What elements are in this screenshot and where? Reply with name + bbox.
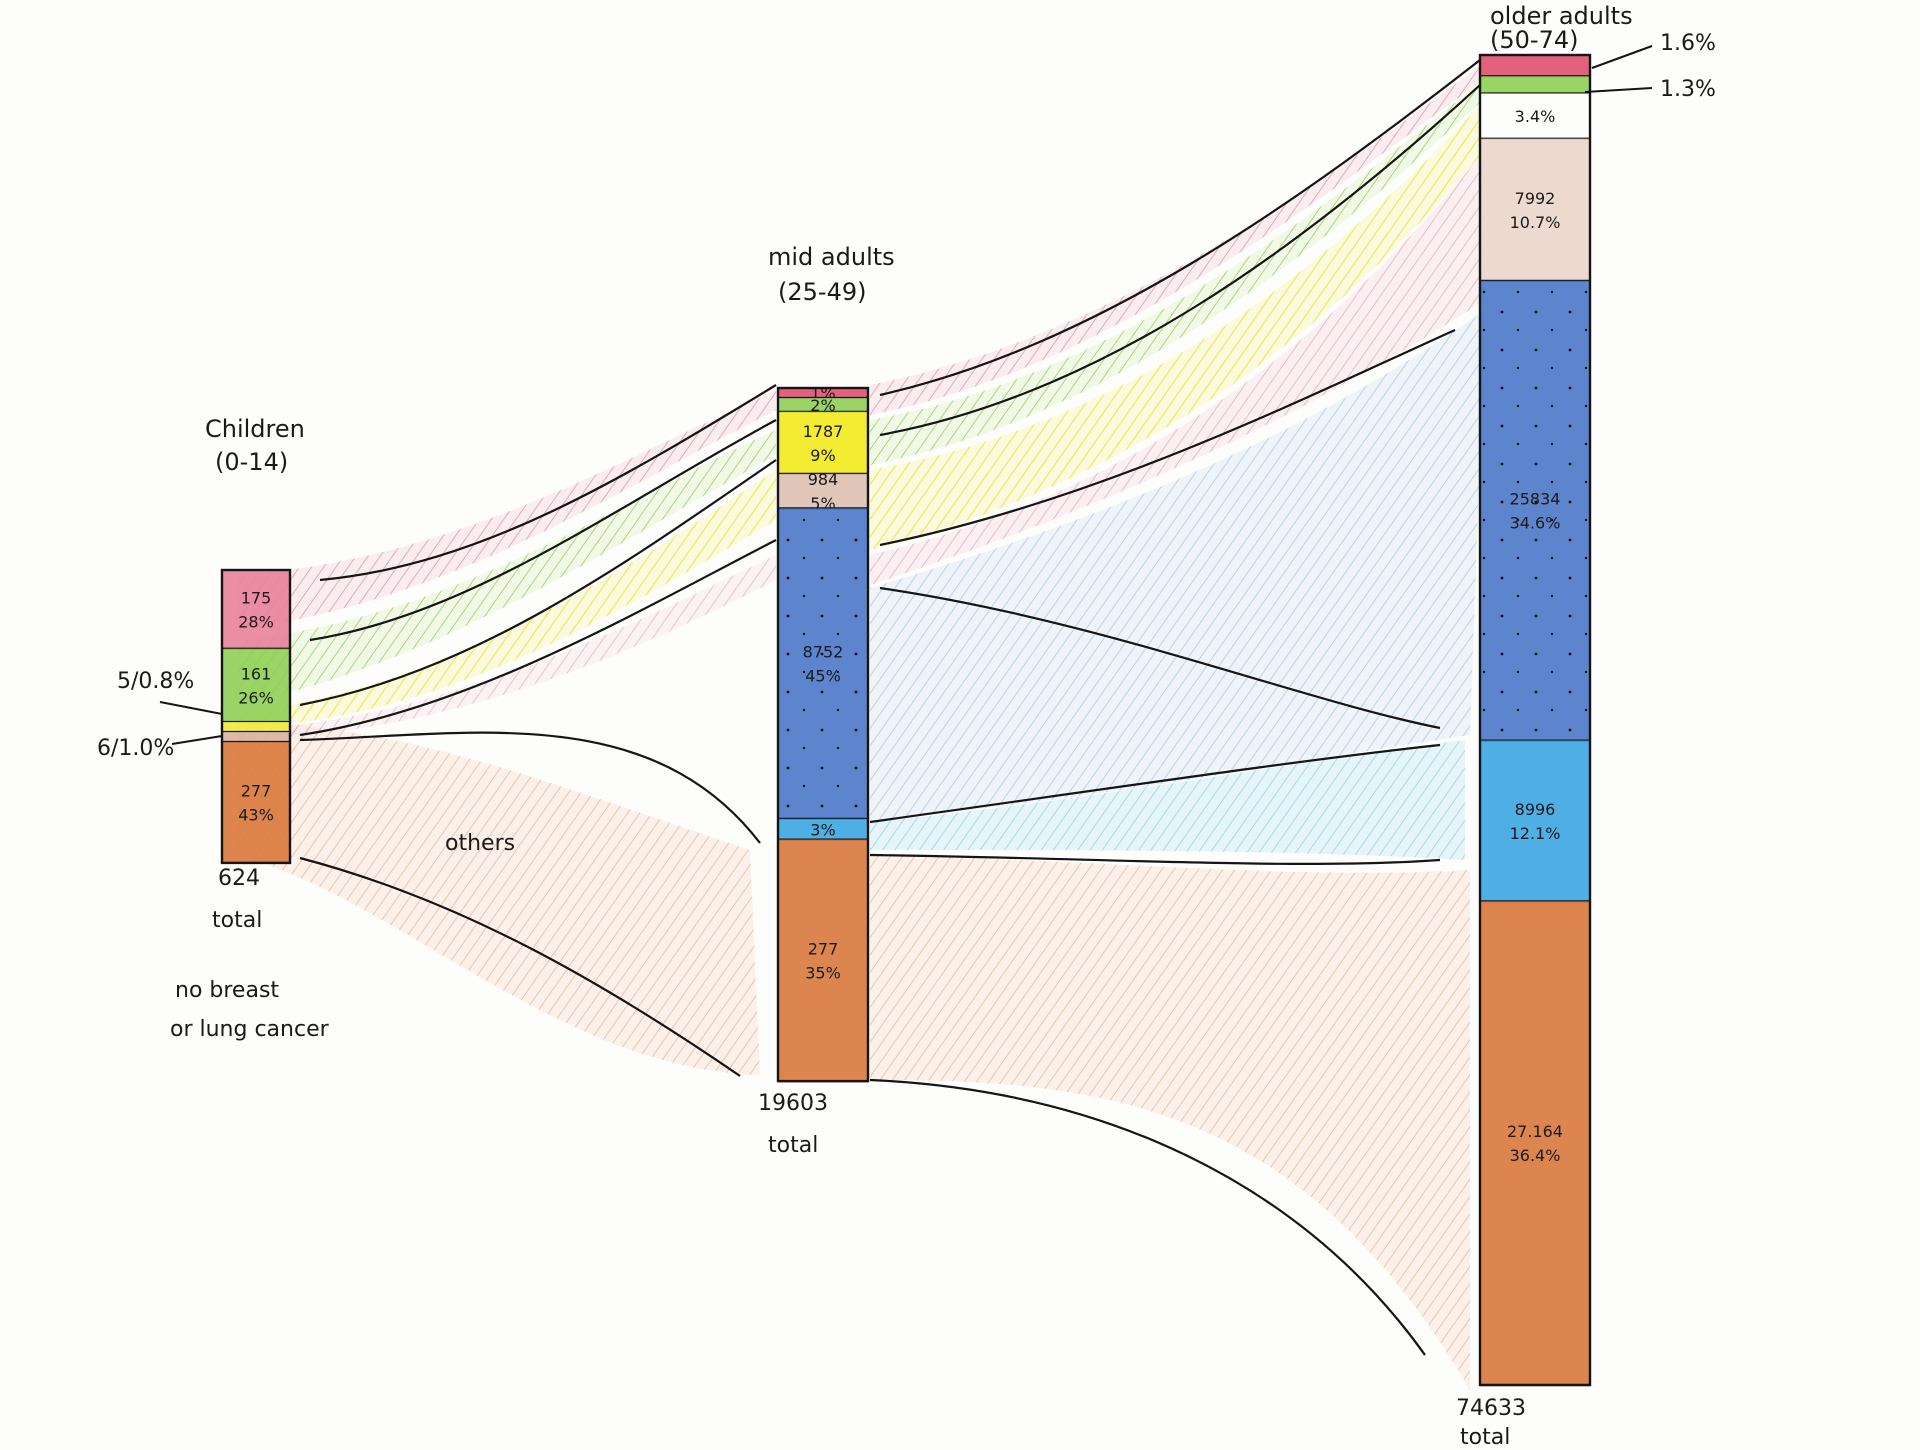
older-subtitle: (50-74) [1490, 26, 1578, 54]
older-callout-b: 1.3% [1660, 77, 1716, 102]
children-segment-pct-orange: 43% [238, 805, 274, 824]
older-bar-segment-green [1480, 76, 1590, 94]
children-labels: Children (0-14) 624 total no breast or l… [97, 415, 330, 1042]
mid-bar-segment-pink [778, 388, 868, 398]
mid-bar-dots [778, 508, 868, 819]
mid-segment-pct-cyan: 3% [810, 820, 835, 839]
mid-total: 19603 [758, 1091, 828, 1116]
mid-segment-count-blue: 8752 [803, 643, 844, 662]
children-callout-a: 5/0.8% [117, 669, 194, 694]
children-bar-segment-tan [222, 731, 290, 742]
older-total: 74633 [1456, 1396, 1526, 1421]
older-bar-outline [1478, 53, 1592, 1387]
older-segment-count-cyan: 8996 [1515, 800, 1556, 819]
mid-bar-segment-yellow [778, 411, 868, 474]
children-bar-segment-orange [222, 741, 290, 863]
older-bar-segment-pink [1480, 55, 1590, 77]
mid-segment-count-yellow: 1787 [803, 422, 844, 441]
older-bar-segment-cyan [1480, 740, 1590, 902]
mid-segment-pct-blue: 45% [805, 667, 841, 686]
flows-mid-to-older [869, 59, 1485, 1390]
flow-mid-older-pink [870, 62, 1485, 415]
mid-bar-segment-orange [778, 839, 868, 1082]
mid-segment-count-tan: 984 [808, 470, 839, 489]
children-bar-outline [220, 568, 292, 865]
flow-mid-older-blue [870, 310, 1485, 820]
flow-mid-older-orange [870, 855, 1470, 1390]
older-bar-dots [1480, 280, 1590, 741]
older-segment-pct-cyan: 12.1% [1510, 824, 1561, 843]
mid-bar-segment-green [778, 398, 868, 412]
flow-children-mid-orange [238, 720, 760, 1075]
callout-line-b [171, 735, 223, 745]
mid-subtitle: (25-49) [778, 278, 866, 306]
mid-segment-count-orange: 277 [808, 939, 839, 958]
children-bar-segment-pink [222, 570, 290, 649]
mid-labels: mid adults (25-49) 19603 total others [445, 243, 895, 1158]
callout-line-a [159, 701, 223, 715]
others-label: others [445, 831, 515, 856]
children-total: 624 [218, 866, 260, 891]
older-bar-segment-orange [1480, 901, 1590, 1385]
mid-bar-segment-tan [778, 473, 868, 509]
children-segment-count-pink: 175 [241, 588, 272, 607]
flow-mid-older-cyan [870, 740, 1465, 860]
flow-mid-older-green [870, 78, 1485, 465]
older-callout-a: 1.6% [1660, 31, 1716, 56]
children-callout-b: 6/1.0% [97, 736, 174, 761]
children-segment-count-green: 161 [241, 664, 272, 683]
older-segment-pct-orange: 36.4% [1510, 1146, 1561, 1165]
flow-children-mid-pink [238, 390, 776, 630]
older-segment-pct-blue: 34.6% [1510, 514, 1561, 533]
children-segment-pct-pink: 28% [238, 612, 274, 631]
mid-segment-pct-orange: 35% [805, 963, 841, 982]
older-segment-count-blue: 25834 [1510, 490, 1561, 509]
flow-mid-older-yellow [870, 100, 1485, 550]
children-bar-segment-green [222, 648, 290, 722]
older-labels: older adults (50-74) 74633 total 1.6% 1.… [1456, 2, 1716, 1450]
children-segment-count-orange: 277 [241, 781, 272, 800]
older-total-word: total [1460, 1425, 1510, 1450]
older-segment-pct-white: 3.4% [1515, 107, 1556, 126]
flow-mid-older-tan [870, 150, 1485, 585]
children-bar-segment-yellow [222, 721, 290, 732]
children-subtitle: (0-14) [215, 448, 288, 476]
older-bar-segment-tan [1480, 138, 1590, 281]
mid-total-word: total [768, 1133, 818, 1158]
older-callout-line-b [1584, 87, 1653, 93]
older-bar-segment-white [1480, 93, 1590, 139]
mid-segment-pct-green: 2% [810, 396, 835, 415]
mid-bar-outline [776, 386, 870, 1083]
older-segment-pct-tan: 10.7% [1510, 213, 1561, 232]
children-total-word: total [212, 908, 262, 933]
older-segment-count-tan: 7992 [1515, 189, 1556, 208]
older-callout-line-a [1591, 45, 1653, 69]
mid-segment-pct-yellow: 9% [810, 446, 835, 465]
children-note-line1: no breast [175, 978, 279, 1003]
children-title: Children [205, 415, 305, 443]
flows-children-to-mid [238, 384, 777, 1077]
older-title: older adults [1490, 2, 1633, 30]
flow-children-mid-green [238, 430, 776, 705]
children-segment-pct-green: 26% [238, 688, 274, 707]
children-note-line2: or lung cancer [170, 1017, 330, 1042]
older-segment-count-orange: 27.164 [1507, 1122, 1563, 1141]
mid-title: mid adults [768, 243, 895, 271]
mid-bar-segment-cyan [778, 818, 868, 840]
bars: 17528%16126%27743%1%2%17879%9845%875245%… [220, 53, 1592, 1387]
